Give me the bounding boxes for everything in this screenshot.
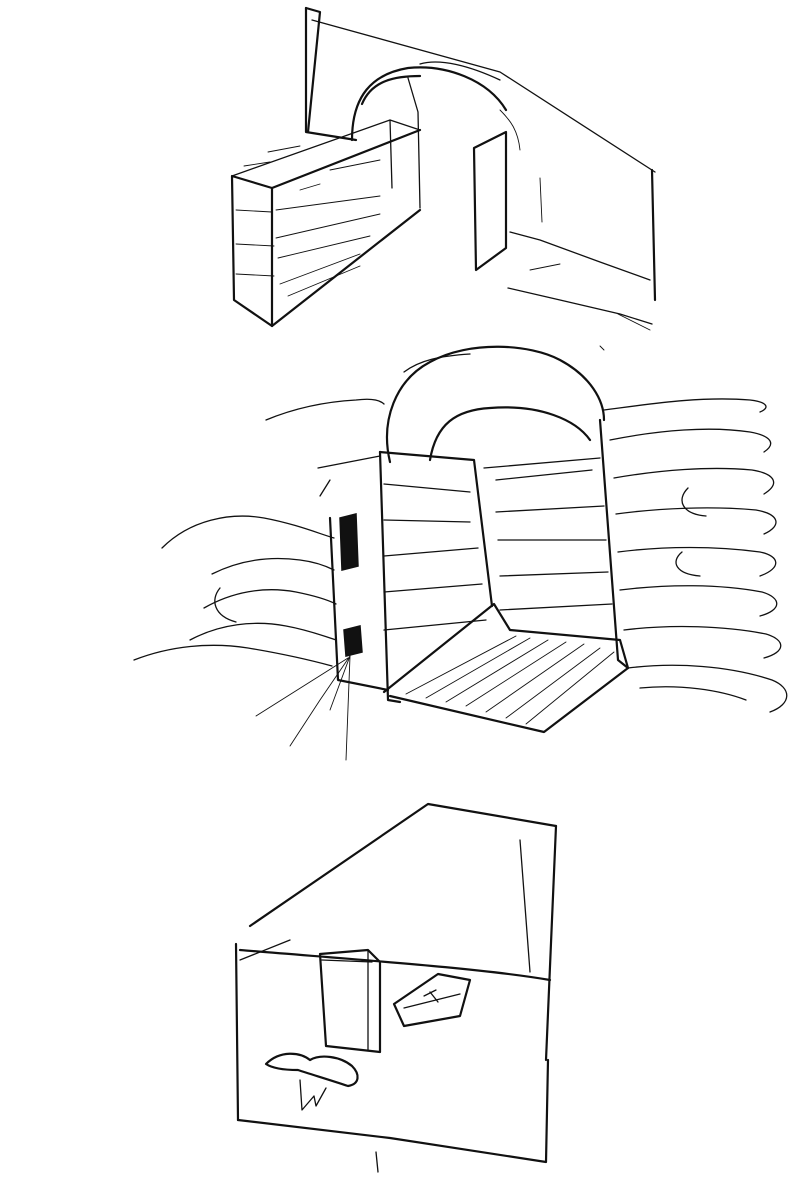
middle-hatching-right: [603, 398, 788, 713]
middle-inset-floor: [382, 602, 630, 734]
top-box-piece: [230, 119, 422, 328]
top-wall-panel: [304, 6, 657, 351]
middle-inner-strokes: [383, 469, 613, 631]
middle-hatching-left: [133, 398, 385, 667]
bottom-small-box-front: [318, 948, 382, 1054]
middle-arch: [386, 345, 606, 464]
bottom-handle-mark: [264, 1052, 359, 1111]
sketch-middle: [133, 345, 788, 761]
top-arch-frame: [350, 61, 521, 272]
middle-wall-frame: [317, 418, 630, 704]
bottom-small-box-side: [392, 972, 472, 1028]
bottom-block-body: [234, 802, 558, 1173]
sketch-bottom: [234, 802, 558, 1173]
sketch-top: [230, 6, 657, 351]
middle-dark-blocks: [255, 513, 363, 761]
